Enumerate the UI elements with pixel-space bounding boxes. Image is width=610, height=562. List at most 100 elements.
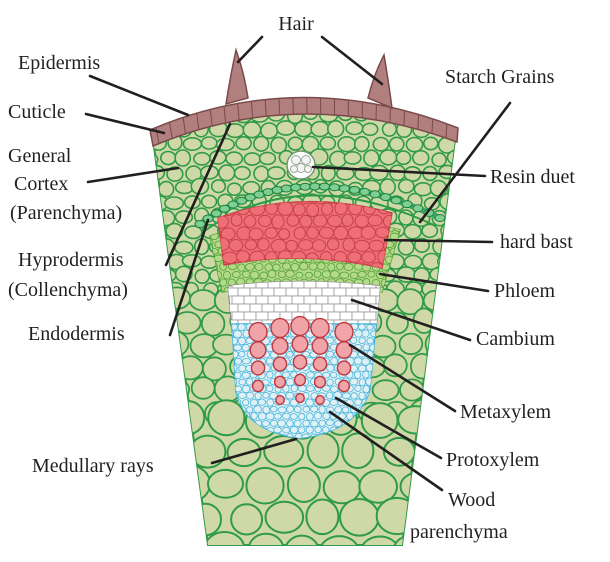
cell [214,255,223,262]
cambium-cell [352,312,364,320]
cell [342,214,353,226]
cell [286,392,294,399]
cell [165,197,183,209]
cell [164,287,190,308]
cell [437,358,460,378]
cell [446,93,464,109]
cell [306,413,313,420]
cell [233,331,241,338]
cell [255,263,263,270]
cell [367,325,373,331]
cell [238,392,246,398]
cell [323,413,330,420]
label-phloem: Phloem [494,280,556,302]
cell [264,436,303,467]
xylem-vessel [271,319,289,338]
cell [229,240,243,252]
cell [242,372,250,378]
endodermis-cell [339,185,349,192]
cell [358,365,366,372]
cell [343,238,355,251]
cell [363,344,370,351]
cell [205,532,245,562]
cell [355,385,361,391]
endodermis-cell [435,215,445,222]
cell [294,406,301,412]
cell [183,138,201,150]
cambium-cell [250,304,262,312]
cell [319,227,333,238]
cambium-cell [274,304,286,312]
label-starch-grains: Starch Grains [445,66,555,88]
cell [263,392,270,398]
cell [298,427,305,433]
endodermis-cell [300,183,310,190]
cell [272,215,284,229]
cell [355,215,369,227]
cell [307,203,319,216]
cell [306,427,313,434]
endodermis-cell [370,191,380,198]
label-wood-parenchyma: parenchyma [410,521,508,543]
xylem-vessel [337,361,350,375]
cell [235,372,242,379]
cell [414,94,430,108]
cell [267,399,274,406]
endodermis-cell [211,210,221,217]
cell [370,165,388,180]
xylem-vessel [275,376,286,387]
cell [278,202,293,215]
cell [210,92,226,106]
cell [239,379,246,385]
cell [246,468,283,504]
cell [238,324,245,331]
epidermis-cell-wall [293,98,294,115]
cell [362,330,369,337]
cell [363,123,378,135]
cell [287,406,294,413]
cell [202,195,217,208]
resin-duct [287,151,315,179]
cambium-cell [334,304,346,312]
cell [274,427,282,433]
cell [267,371,273,378]
cell [354,358,362,365]
cell [355,371,361,379]
cell [319,406,325,413]
cell [152,400,175,420]
label-wood: Wood [448,489,495,511]
cell [359,379,365,386]
cell [290,414,297,420]
xylem-vessel [253,380,264,391]
cell [226,152,242,165]
cambium-cell [334,288,346,296]
cell [202,312,225,336]
cell [314,413,322,420]
label-hair: Hair [278,13,314,35]
cell [153,357,175,376]
cell [244,215,256,227]
endodermis-cell [310,183,320,190]
cell [251,413,257,420]
cell [285,536,319,562]
cell [300,215,312,227]
cell [129,537,166,562]
cambium-cell [238,288,250,296]
cell [300,263,308,271]
cell [293,204,305,216]
cell [355,330,363,337]
cell [322,271,331,278]
xylem-vessel [293,355,306,369]
cell [278,407,286,413]
cell [223,271,230,279]
xylem-vessel [339,380,350,391]
cell [299,240,313,251]
endodermis-cell [272,187,282,194]
label-epidermis: Epidermis [18,52,100,74]
cell [314,271,321,278]
leader-epidermis [90,76,188,115]
cell [294,420,301,427]
endodermis-cell [413,205,423,212]
cell [262,421,270,427]
cell [202,137,217,149]
